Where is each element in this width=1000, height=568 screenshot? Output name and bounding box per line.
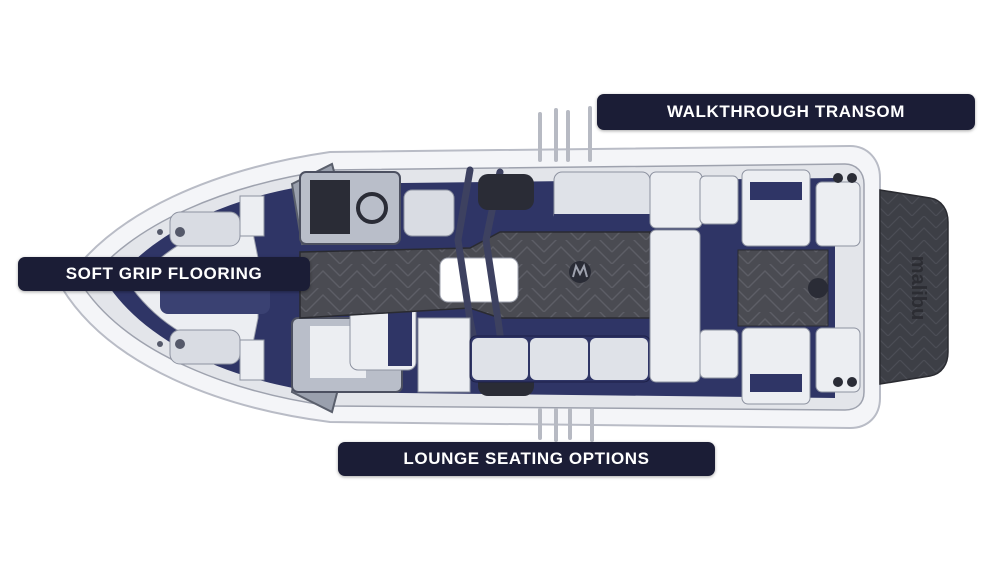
walkthrough-transom: [699, 169, 861, 405]
callout-lounge-seating-options: LOUNGE SEATING OPTIONS: [338, 442, 715, 476]
callout-soft-grip-flooring-label: SOFT GRIP FLOORING: [65, 264, 263, 283]
windshield-consoles: [290, 162, 403, 414]
brand-logo: [569, 261, 591, 283]
lounge-seating: [417, 171, 703, 393]
callout-lounge-seating-options-label: LOUNGE SEATING OPTIONS: [403, 449, 650, 468]
callout-walkthrough-transom-label: WALKTHROUGH TRANSOM: [666, 102, 906, 121]
platform-lettering: malibu: [907, 256, 929, 320]
swim-platform: malibu: [879, 189, 949, 385]
callout-walkthrough-transom: WALKTHROUGH TRANSOM: [597, 94, 975, 130]
removable-table: [439, 257, 519, 303]
callout-soft-grip-flooring: SOFT GRIP FLOORING: [18, 257, 310, 291]
board-racks: [538, 106, 594, 442]
